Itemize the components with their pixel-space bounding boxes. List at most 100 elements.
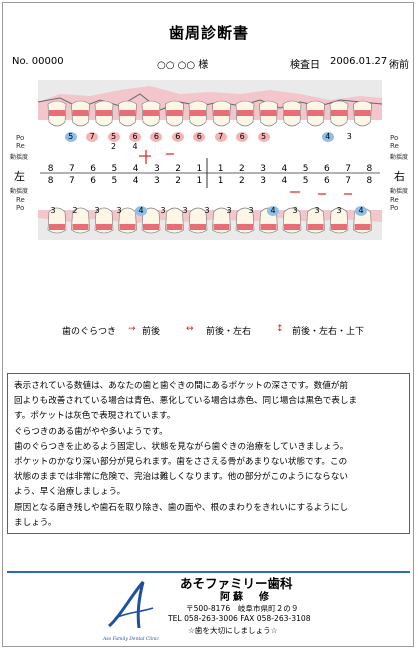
- tooth-gum-mark: [49, 110, 65, 116]
- description-line: 歯のぐらつきを止めるよう固定し、状態を見ながら歯ぐきの治療をしていきましょう。: [14, 441, 349, 452]
- lower-po-value: 3: [314, 206, 320, 215]
- description-line: 表示されている数値は、あなたの歯と歯ぐきの間にあるポケットの深さです。数値が前: [14, 381, 349, 391]
- tooth-gum-mark: [143, 224, 159, 230]
- lower-po-value: 3: [50, 206, 56, 215]
- legend-arrow-2-icon: ↔: [186, 324, 194, 334]
- lower-tooth-number: 8: [47, 176, 54, 186]
- lower-po-value: 4: [267, 206, 279, 216]
- upper-po-value: 5: [107, 132, 120, 142]
- upper-tooth-number: 6: [90, 164, 96, 174]
- description-line: ポケットのかなり深い部分が見られます。歯をささえる骨があまりない状態です。この: [14, 457, 348, 468]
- description-line: 回よりも改善されている場合は青色、悪化している場合は赤色、同じ場合は黒色で表しま: [14, 396, 358, 407]
- lower-po-value: 3: [226, 206, 232, 215]
- clinic-name: あそファミリー歯科: [180, 576, 293, 591]
- upper-tooth-number: 1: [196, 164, 203, 174]
- label-po-lower-right: Po: [390, 204, 399, 212]
- label-po-lower: Po: [16, 204, 25, 212]
- exam-date-label: 検査日: [290, 60, 320, 71]
- upper-tooth-number: 7: [69, 164, 75, 174]
- legend-item-2: 前後・左右: [206, 327, 252, 337]
- description-line: す。ポケットは灰色で表現されています。: [14, 411, 176, 422]
- upper-re-value: 2: [111, 142, 117, 151]
- lower-tooth-number: 1: [217, 176, 224, 186]
- logo-text: Aso Family Dental Clinic: [102, 636, 160, 642]
- upper-tooth-number: 4: [132, 164, 139, 174]
- tooth-gum-mark: [166, 224, 183, 230]
- lower-po-value: 3: [116, 206, 122, 215]
- upper-tooth-number: 3: [154, 164, 160, 174]
- page-frame: [2, 2, 414, 647]
- upper-po-value: 3: [346, 132, 352, 141]
- description-box: 表示されている数値は、あなたの歯と歯ぐきの間にあるポケットの深さです。数値が前 …: [7, 373, 410, 534]
- upper-tooth-number: 4: [281, 164, 288, 174]
- tooth-gum-mark: [72, 110, 89, 116]
- mobility-label-right: 動揺度: [390, 154, 409, 161]
- lower-teeth: [47, 207, 372, 234]
- upper-tooth-number: 3: [260, 164, 266, 174]
- tooth-gum-mark: [331, 110, 347, 116]
- upper-po-value: 5: [257, 132, 270, 142]
- lower-po-value: 3: [336, 206, 342, 215]
- upper-tooth-number: 5: [111, 164, 118, 174]
- clinic-slogan: ☆歯を大切にしましょう☆: [188, 626, 278, 635]
- tooth-gum-mark: [331, 224, 347, 230]
- lower-tooth-number: 6: [90, 176, 96, 186]
- tooth-gum-mark: [96, 224, 112, 230]
- tooth-gum-mark: [119, 110, 136, 116]
- document-title: 歯周診断書: [168, 24, 249, 42]
- exam-note: 術前: [389, 60, 409, 71]
- left-re-po-label-lower: Re Po: [16, 196, 25, 212]
- tooth-gum-mark: [237, 110, 253, 116]
- upper-po-value: 6: [150, 132, 163, 142]
- legend-arrow-3-icon: ↕: [276, 324, 284, 334]
- right-po-re-label: Po Re: [390, 134, 399, 150]
- upper-po-value: 7: [86, 132, 99, 142]
- lower-tooth-number: 8: [366, 176, 373, 186]
- lower-po-value: 3: [94, 206, 100, 215]
- logo-crossbar: [114, 607, 154, 619]
- side-left-label: 左: [14, 170, 25, 183]
- upper-teeth: [47, 100, 372, 127]
- lower-tooth-number: 7: [345, 176, 351, 186]
- clinic-address: 〒500-8176 岐阜市県町２の９: [186, 604, 299, 613]
- lower-tooth-number: 5: [111, 176, 118, 186]
- tooth-gum-mark: [260, 224, 277, 230]
- left-po-re-label: Po Re: [16, 134, 25, 150]
- clinic-logo: Aso Family Dental Clinic: [102, 581, 160, 642]
- upper-tooth-number: 5: [302, 164, 309, 174]
- tooth-gum-mark: [354, 224, 371, 230]
- lower-tooth-number: 2: [239, 176, 245, 186]
- tooth-gum-mark: [213, 224, 230, 230]
- tooth-gum-mark: [143, 110, 159, 116]
- upper-po-value: 6: [129, 132, 141, 142]
- right-re-po-label-lower: Re Po: [390, 196, 399, 212]
- tooth-gum-mark: [237, 224, 253, 230]
- description-line: 状態のままでは非常に危険で、完治は難しくなります。他の部分がこのようにならない: [14, 472, 348, 483]
- description-line: ぐらつきのある歯がやや多いようです。: [14, 426, 168, 437]
- upper-po-value: 7: [214, 132, 227, 142]
- lower-tooth-number: 3: [154, 176, 160, 186]
- lower-tooth-number: 1: [196, 176, 203, 186]
- side-right-label: 右: [394, 170, 405, 183]
- tooth-gum-mark: [354, 110, 371, 116]
- lower-po-value: 3: [182, 206, 188, 215]
- clinic-phone: TEL 058-263-3006 FAX 058-263-3108: [168, 614, 311, 623]
- legend-item-1: 前後: [142, 327, 161, 337]
- upper-tooth-number: 2: [239, 164, 245, 174]
- tooth-gum-mark: [49, 224, 65, 230]
- upper-tooth-number: 8: [366, 164, 373, 174]
- lower-tooth-number: 5: [302, 176, 309, 186]
- lower-po-value: 2: [72, 206, 78, 215]
- tooth-gum-mark: [284, 110, 300, 116]
- mobility-label-left: 動揺度: [10, 154, 29, 161]
- upper-po-value: 6: [171, 132, 184, 142]
- upper-tooth-number: 8: [47, 164, 54, 174]
- label-re-lower: Re: [16, 196, 25, 204]
- upper-re-value: 4: [132, 142, 138, 151]
- label-re: Re: [16, 142, 25, 150]
